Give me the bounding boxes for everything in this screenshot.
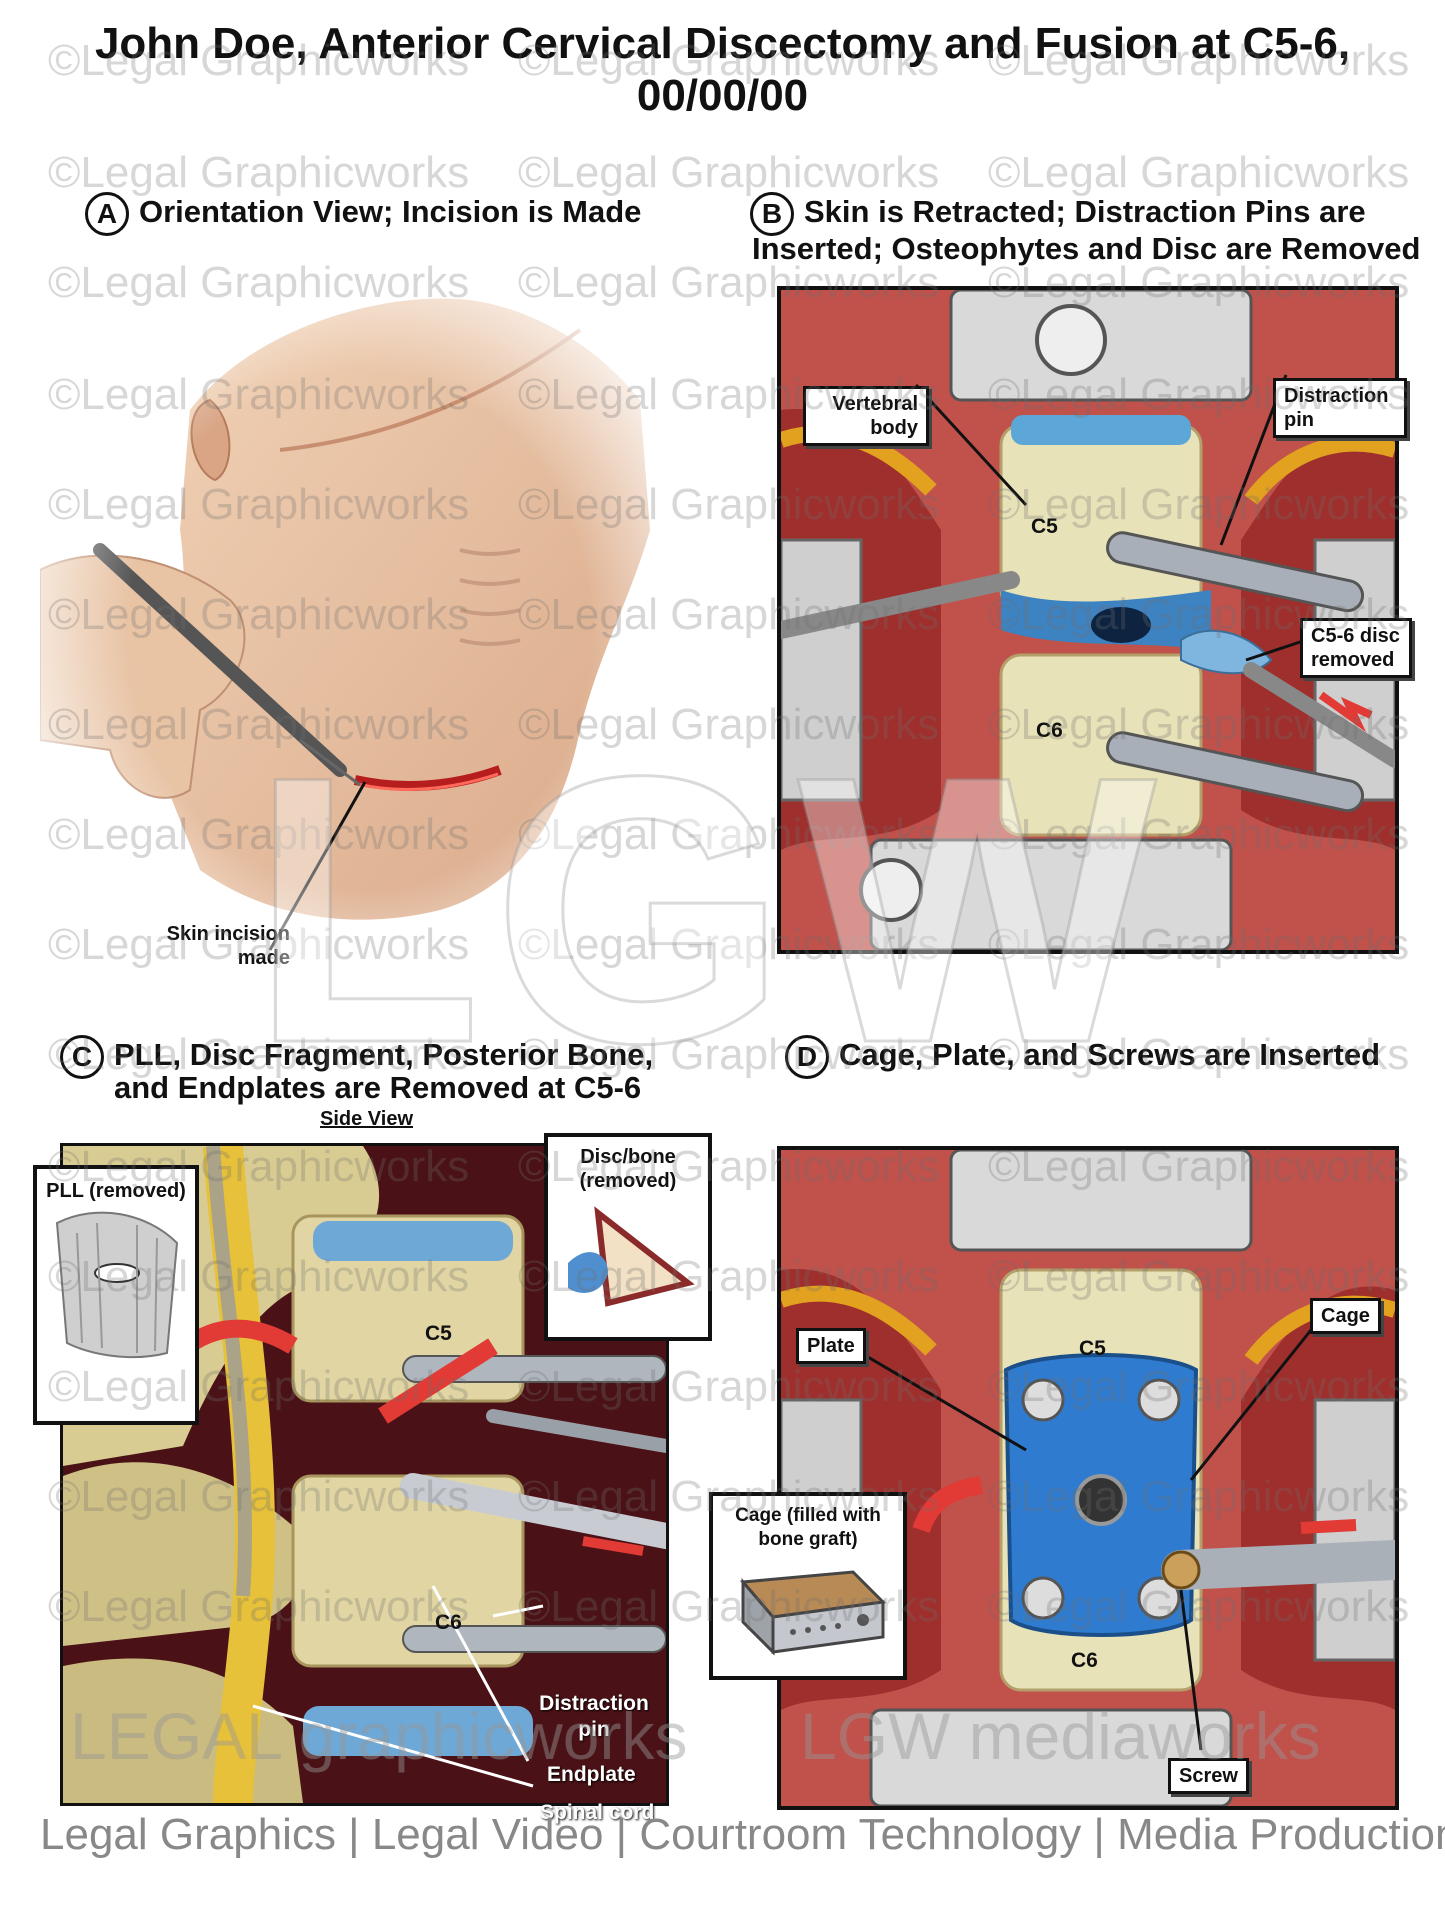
panel-b-title: B Skin is Retracted; Distraction Pins are xyxy=(750,192,1366,236)
disc-upper xyxy=(313,1221,513,1261)
panel-a-title-text: Orientation View; Incision is Made xyxy=(139,194,642,230)
leader-endplate xyxy=(431,1585,530,1762)
arrow-to-disc-bone xyxy=(378,1338,498,1424)
panel-c-title-2: and Endplates are Removed at C5-6 xyxy=(114,1070,642,1105)
removal-arrow xyxy=(1318,691,1373,733)
panel-c-letter: C xyxy=(60,1035,104,1079)
plate-center-hole xyxy=(1075,1474,1127,1526)
cage-implant xyxy=(739,1570,887,1656)
disc-cavity xyxy=(1091,607,1151,643)
panel-a-title: A Orientation View; Incision is Made xyxy=(85,192,641,236)
panel-a-letter: A xyxy=(85,192,129,236)
cage-arrow xyxy=(912,1476,983,1534)
title-line-2: 00/00/00 xyxy=(636,71,809,120)
watermark: ©Legal Graphicworks xyxy=(48,148,470,197)
label-b-distraction-pin: Distraction pin xyxy=(1273,378,1407,438)
leader-vertebral-body xyxy=(914,383,1028,507)
inset-disc-bone: Disc/bone (removed) xyxy=(544,1133,712,1341)
label-c-c6: C6 xyxy=(435,1611,462,1634)
label-d-c5: C5 xyxy=(1079,1337,1106,1360)
leader-screw xyxy=(1179,1589,1203,1751)
label-cage: Cage xyxy=(1310,1298,1381,1334)
disc-c4-5 xyxy=(1011,415,1191,445)
label-disc-removed: C5-6 disc removed xyxy=(1300,618,1412,678)
retractor-bottom xyxy=(869,838,1233,950)
plate-screws xyxy=(1021,1378,1181,1620)
neck-illustration xyxy=(40,270,680,990)
label-cage-filled: Cage (filled with bone graft) xyxy=(735,1505,881,1550)
label-c-c5: C5 xyxy=(425,1322,452,1345)
leader-plate xyxy=(855,1348,1027,1452)
label-disc-bone-removed: Disc/bone (removed) xyxy=(579,1146,677,1192)
watermark: ©Legal Graphicworks xyxy=(518,148,940,197)
vertebra-c6 xyxy=(999,653,1203,837)
label-b-c6: C6 xyxy=(1036,719,1063,742)
logo-legal-graphicworks: LEGAL graphicworks xyxy=(70,1699,688,1773)
inset-pll: PLL (removed) xyxy=(33,1165,199,1425)
label-screw: Screw xyxy=(1168,1758,1249,1794)
panel-c-title: C PLL, Disc Fragment, Posterior Bone, xyxy=(60,1035,653,1079)
leader-spinal-cord xyxy=(252,1704,534,1788)
c-distraction-pin-lower xyxy=(402,1625,666,1653)
fat-right xyxy=(1244,435,1395,505)
instrument-rongeur xyxy=(400,1473,666,1549)
label-d-c6: C6 xyxy=(1071,1649,1098,1672)
label-spinal-cord: Spinal cord xyxy=(540,1801,655,1824)
watermark: ©Legal Graphicworks xyxy=(988,148,1410,197)
label-pll-removed: PLL (removed) xyxy=(46,1180,186,1202)
label-vertebral-body: Vertebral body xyxy=(803,386,929,446)
fade-overlay xyxy=(40,270,680,990)
insertion-arrow xyxy=(1300,1519,1357,1534)
panel-b-title-line-1: Skin is Retracted; Distraction Pins are xyxy=(804,194,1366,230)
label-endplate: Endplate xyxy=(547,1763,636,1786)
label-plate: Plate xyxy=(796,1328,866,1364)
retractor-left xyxy=(781,538,863,802)
inset-cage: Cage (filled with bone graft) xyxy=(709,1492,907,1680)
leader-cage xyxy=(1189,1329,1313,1481)
panel-c-title-line-1: PLL, Disc Fragment, Posterior Bone, xyxy=(114,1037,654,1073)
instrument-burr xyxy=(486,1409,666,1453)
d-fat-left xyxy=(781,1285,937,1356)
leader-disc-removed xyxy=(1245,638,1307,662)
panel-b-letter: B xyxy=(750,192,794,236)
screw-head xyxy=(1161,1550,1201,1590)
dura xyxy=(206,1146,253,1597)
distraction-pin-lower xyxy=(1106,731,1365,813)
screwdriver xyxy=(1161,1540,1395,1590)
retractor-screw-top xyxy=(1035,304,1107,376)
panel-d-title: D Cage, Plate, and Screws are Inserted xyxy=(785,1035,1380,1079)
forceps xyxy=(1243,662,1395,768)
burr-tool xyxy=(781,571,1020,639)
spinal-cord xyxy=(203,1146,276,1803)
label-c-distraction-pin: Distraction pin xyxy=(539,1692,649,1741)
panel-d-title-text: Cage, Plate, and Screws are Inserted xyxy=(839,1037,1381,1073)
panel-d-letter: D xyxy=(785,1035,829,1079)
panel-b-title-2: Inserted; Osteophytes and Disc are Remov… xyxy=(752,231,1421,266)
logo-lgw-mediaworks: LGW mediaworks xyxy=(800,1699,1321,1773)
panel-c-subtitle: Side View xyxy=(320,1108,414,1130)
title-line-1: John Doe, Anterior Cervical Discectomy a… xyxy=(94,19,1351,68)
leader-c-distraction-pin xyxy=(492,1604,544,1618)
disc-lower xyxy=(303,1706,533,1756)
distraction-pin-upper xyxy=(1106,531,1365,613)
label-b-c5: C5 xyxy=(1031,515,1058,538)
footer-tagline: Legal Graphics | Legal Video | Courtroom… xyxy=(40,1810,1445,1859)
pll-specimen xyxy=(55,1211,179,1359)
d-retractor-top xyxy=(949,1150,1253,1252)
retractor-screw-bottom xyxy=(859,858,923,922)
page-title: John Doe, Anterior Cervical Discectomy a… xyxy=(0,18,1445,122)
label-skin-incision: Skin incision made xyxy=(166,923,290,969)
arrow-removal xyxy=(582,1536,644,1556)
disc-bone-specimen xyxy=(568,1206,695,1307)
